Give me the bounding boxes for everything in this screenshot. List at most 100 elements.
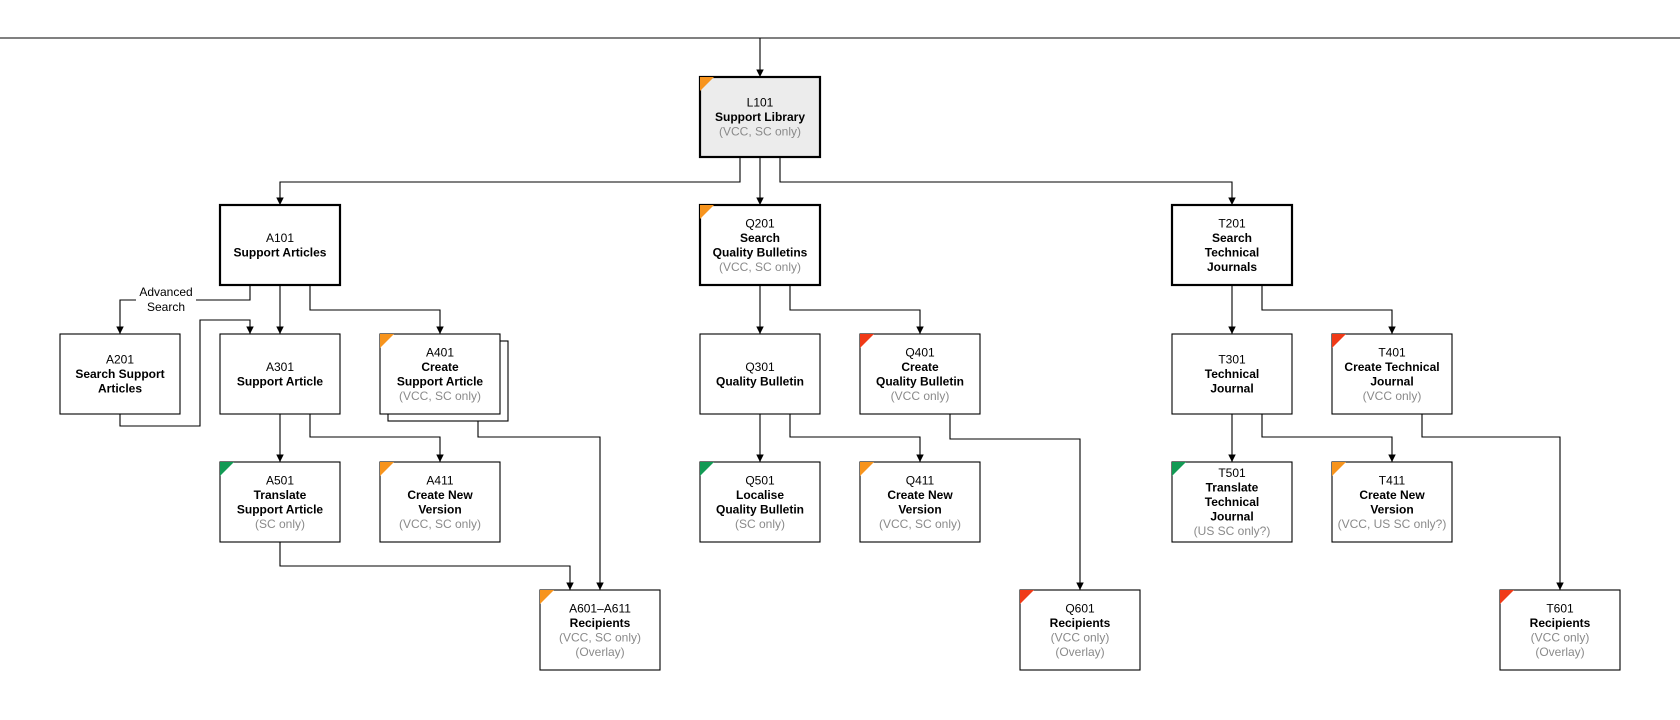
- connector-arrow: [279, 542, 574, 590]
- node-id: T501: [1218, 466, 1246, 480]
- connector-arrow: [119, 319, 254, 427]
- connector-arrow: [779, 157, 1236, 205]
- node-title: Create: [901, 360, 939, 374]
- node-id: A601–A611: [569, 601, 631, 615]
- status-flag-orange: [380, 334, 394, 348]
- node-id: Q301: [745, 360, 775, 374]
- node-note: (Overlay): [575, 645, 624, 659]
- node-box: [1171, 461, 1293, 543]
- node-title: Translate: [254, 488, 307, 502]
- node-title: Recipients: [1050, 616, 1111, 630]
- node-note: (SC only): [735, 517, 785, 531]
- node-title: Quality Bulletin: [716, 374, 804, 388]
- node-title: Recipients: [570, 616, 631, 630]
- node-title: Support Article: [237, 502, 324, 516]
- node-title: Create Technical: [1344, 360, 1439, 374]
- node-title: Version: [1370, 502, 1413, 516]
- node-title: Technical: [1205, 245, 1259, 259]
- node-title: Journal: [1370, 374, 1413, 388]
- node-note: (VCC only): [1051, 630, 1110, 644]
- node-box: [1019, 589, 1141, 671]
- node-title: Quality Bulletins: [713, 245, 808, 259]
- node-note: (VCC only): [891, 389, 950, 403]
- connector-arrow: [1421, 414, 1564, 590]
- node-id: A401: [426, 345, 454, 359]
- node-note: (US SC only?): [1194, 524, 1271, 538]
- connector-arrow: [789, 285, 924, 334]
- node-title: Create New: [1359, 488, 1425, 502]
- node-id: A411: [426, 473, 453, 487]
- node-box: [698, 203, 822, 287]
- node-title: Create New: [407, 488, 473, 502]
- status-flag-orange: [860, 462, 874, 476]
- node-box: [698, 75, 822, 159]
- connector-arrow: [1261, 285, 1396, 334]
- edges-layer: [116, 38, 1564, 590]
- node-title: Version: [418, 502, 461, 516]
- node-box: [539, 589, 661, 671]
- node-id: A301: [266, 360, 294, 374]
- node-title: Support Articles: [234, 245, 327, 259]
- node-note: (VCC, SC only): [559, 630, 641, 644]
- node-note: (VCC only): [1531, 630, 1590, 644]
- node-box: [59, 333, 181, 415]
- status-flag-orange: [700, 77, 714, 91]
- node-id: Q501: [745, 473, 775, 487]
- advanced-search-label: Search: [147, 300, 185, 314]
- node-box: [379, 333, 501, 415]
- status-flag-red: [1020, 590, 1034, 604]
- edge-label-background: [136, 284, 196, 314]
- status-flag-orange: [700, 205, 714, 219]
- connector-arrow: [949, 414, 1084, 590]
- status-flag-green: [220, 462, 234, 476]
- connector-arrow: [1261, 414, 1396, 462]
- node-note: (SC only): [255, 517, 305, 531]
- node-note: (VCC, SC only): [399, 517, 481, 531]
- node-title: Search Support: [75, 367, 164, 381]
- node-title: Recipients: [1530, 616, 1591, 630]
- node-title: Technical: [1205, 495, 1259, 509]
- node-title: Translate: [1206, 481, 1259, 495]
- node-title: Support Article: [237, 374, 324, 388]
- node-box: [1171, 333, 1293, 415]
- node-box: [218, 203, 342, 287]
- connector-arrow: [309, 414, 444, 462]
- node-title: Create: [421, 360, 459, 374]
- node-box: [1331, 333, 1453, 415]
- node-title: Search: [1212, 231, 1252, 245]
- advanced-search-label: Advanced: [139, 285, 192, 299]
- node-id: Q411: [906, 473, 935, 487]
- node-id: Q201: [745, 216, 775, 230]
- node-box: [1170, 203, 1294, 287]
- node-title: Journal: [1210, 510, 1253, 524]
- node-note: (Overlay): [1055, 645, 1104, 659]
- status-flag-red: [860, 334, 874, 348]
- node-id: A101: [266, 231, 294, 245]
- node-title: Journals: [1207, 260, 1257, 274]
- node-box: [699, 333, 821, 415]
- node-box: [379, 461, 501, 543]
- node-id: T601: [1546, 601, 1574, 615]
- status-flag-red: [1500, 590, 1514, 604]
